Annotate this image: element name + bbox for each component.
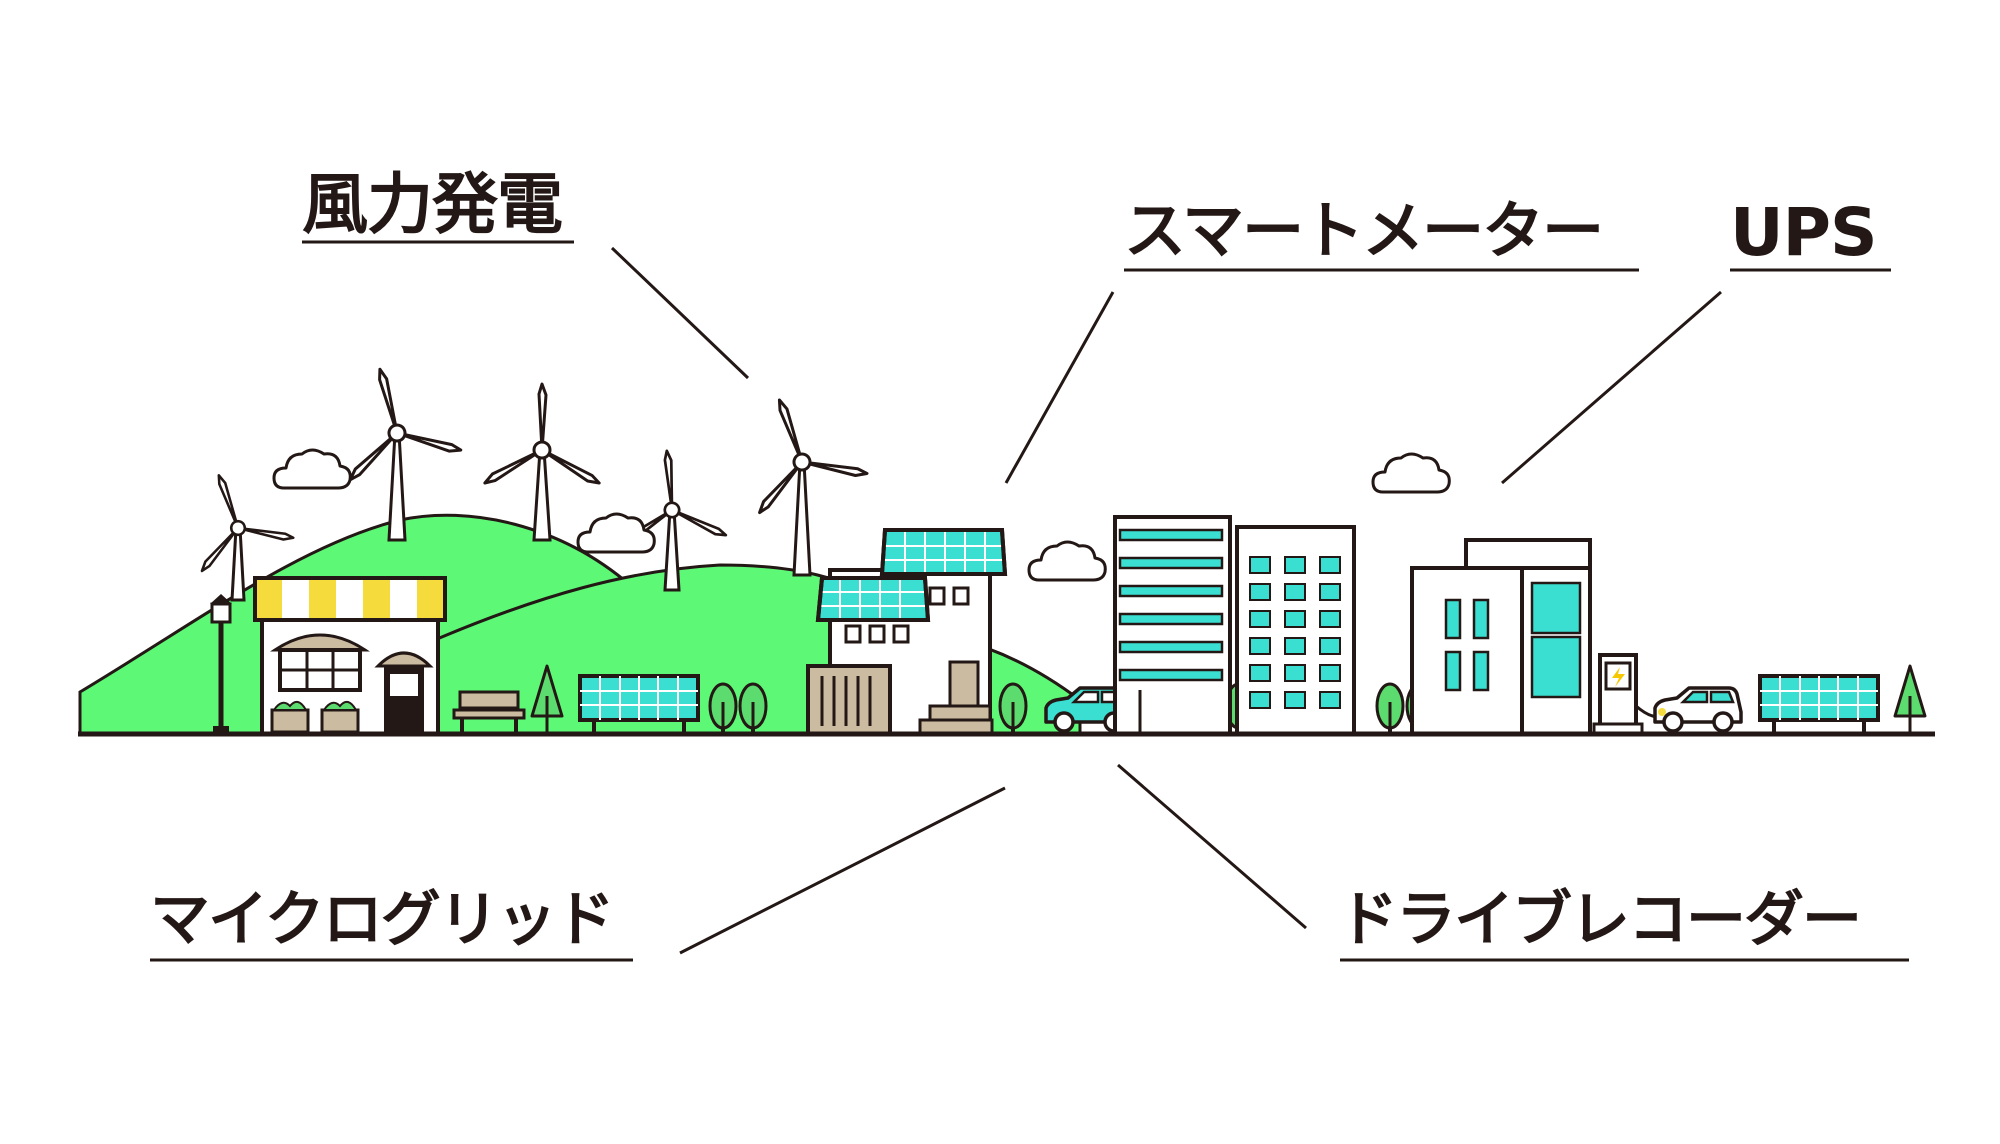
label-microgrid: マイクログリッド <box>150 885 615 955</box>
label-ups: UPS <box>1730 194 1878 271</box>
leader-line-microgrid <box>679 786 1006 955</box>
wind-turbine <box>722 378 872 577</box>
leader-line-wind-power <box>610 246 750 380</box>
label-underlines <box>150 240 1909 962</box>
street-lamp <box>210 594 232 734</box>
shop <box>253 576 447 736</box>
office-building <box>1235 525 1356 736</box>
label-wind-power: 風力発電 <box>302 166 563 243</box>
leader-line-drive-recorder <box>1117 763 1307 930</box>
office-building <box>1113 515 1232 736</box>
leader-line-ups <box>1501 290 1722 485</box>
wind-turbines <box>170 352 872 602</box>
wind-turbine <box>481 382 603 542</box>
label-smart-meter: スマートメーター <box>1124 194 1604 267</box>
label-drive-recorder: ドライブレコーダー <box>1338 885 1862 955</box>
bench <box>452 690 526 734</box>
wind-turbine <box>612 444 729 592</box>
lightning-bolt-icon <box>1612 667 1625 687</box>
electric-car <box>1653 686 1743 733</box>
leader-line-smart-meter <box>1004 291 1115 484</box>
house <box>806 528 1008 736</box>
ev-charger <box>1592 653 1665 736</box>
ground-solar-panel <box>1758 674 1880 736</box>
wind-turbine <box>170 456 297 602</box>
ups-building <box>1410 538 1592 736</box>
leader-lines <box>610 246 1722 955</box>
wind-turbine <box>321 352 465 542</box>
